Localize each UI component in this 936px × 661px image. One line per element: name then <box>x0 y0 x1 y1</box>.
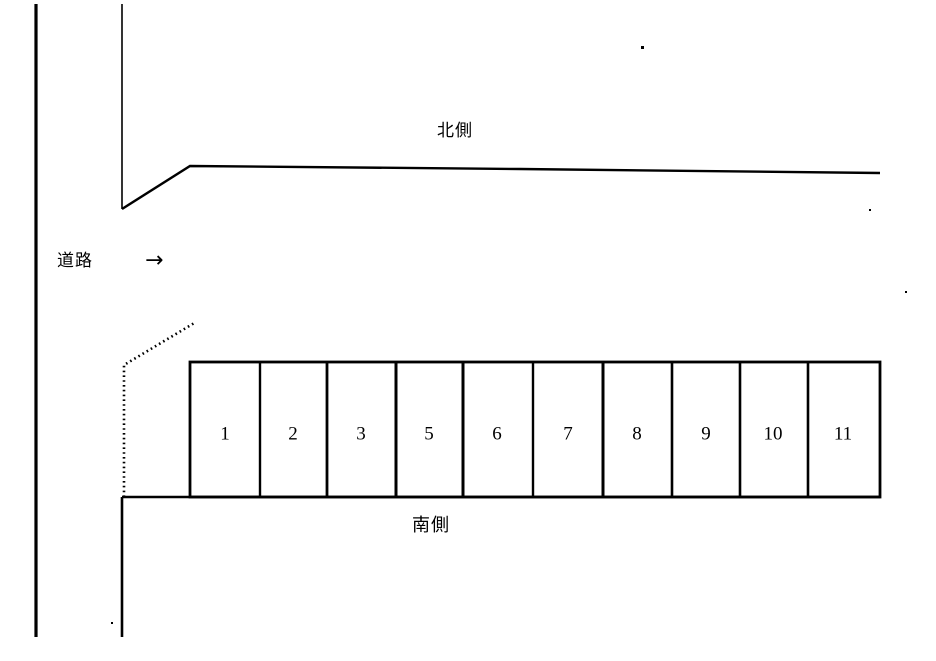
south-side-label: 南側 <box>412 515 450 536</box>
parking-stall-7[interactable]: 7 <box>563 423 573 445</box>
parking-stall-2[interactable]: 2 <box>288 423 298 445</box>
road-direction-arrow-icon: → <box>145 248 164 273</box>
parking-stall-11[interactable]: 11 <box>833 423 853 445</box>
north-side-label: 北側 <box>437 121 473 141</box>
north-property-edge <box>121 164 881 211</box>
parking-stall-row-outline <box>188 360 882 499</box>
parking-stall-6[interactable]: 6 <box>492 423 502 445</box>
scan-artifact-speck <box>111 622 113 624</box>
stall-divider-lines <box>258 362 810 497</box>
scan-artifact-speck <box>869 209 871 211</box>
parking-stall-9[interactable]: 9 <box>701 423 711 445</box>
parking-stall-1[interactable]: 1 <box>220 423 230 445</box>
parking-stall-10[interactable]: 10 <box>763 423 783 445</box>
road-label: 道路 <box>57 251 93 271</box>
parking-stall-3[interactable]: 3 <box>356 423 366 445</box>
parking-stall-8[interactable]: 8 <box>632 423 642 445</box>
parking-stall-5[interactable]: 5 <box>424 423 434 445</box>
scan-artifact-speck <box>641 46 644 49</box>
entrance-driveway-dotted-path <box>122 320 197 497</box>
scan-artifact-speck <box>905 291 907 293</box>
